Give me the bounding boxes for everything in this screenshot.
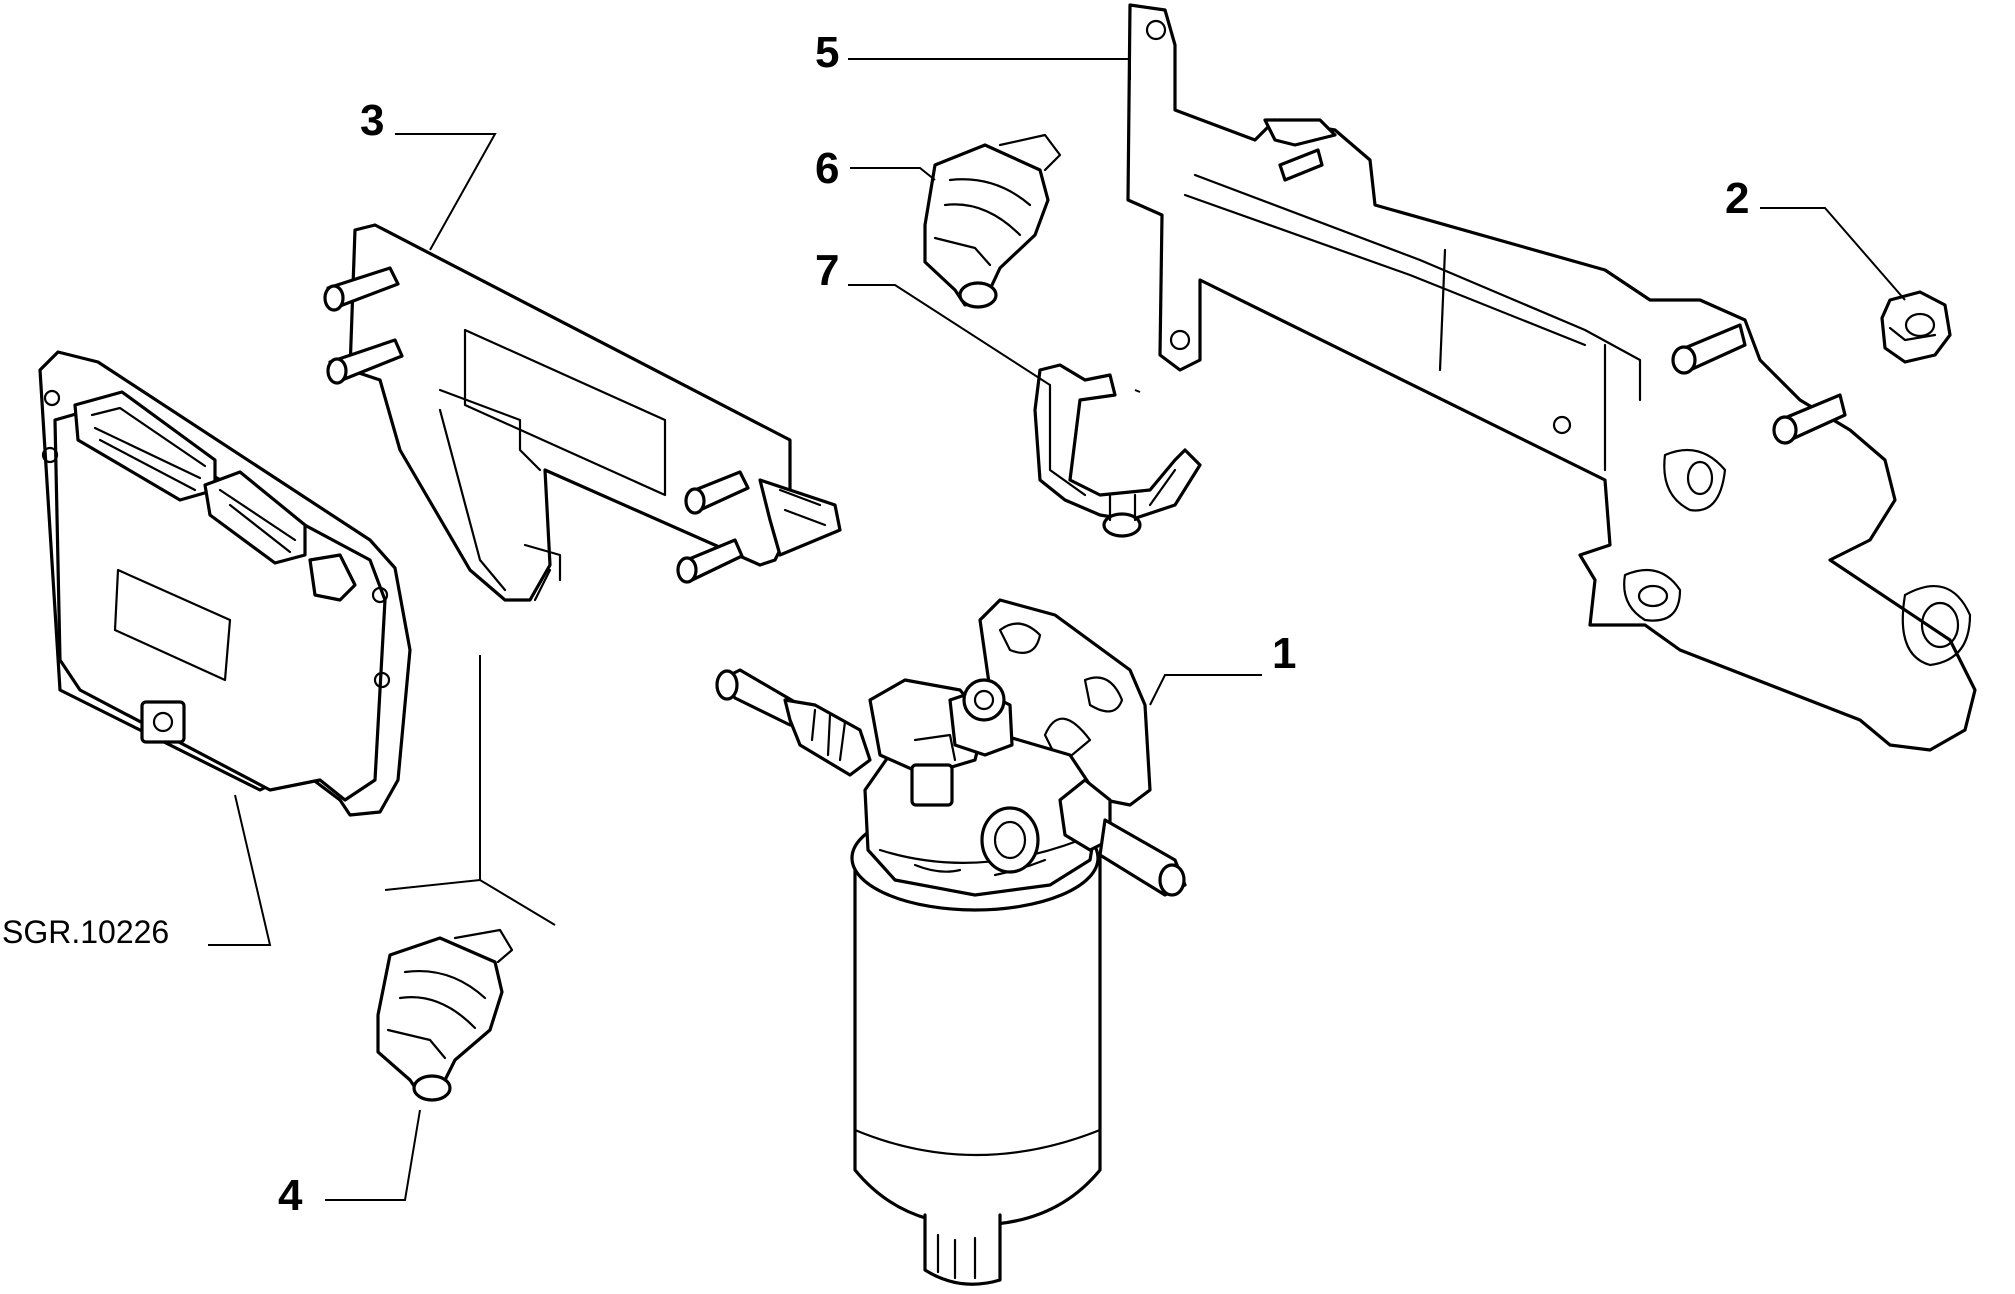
- callout-4: 4: [278, 1171, 303, 1220]
- hose-clip-7: [1033, 363, 1202, 538]
- callout-1: 1: [1272, 629, 1296, 678]
- leader-ref: [208, 794, 272, 946]
- hex-nut: [1880, 290, 1952, 364]
- support-bracket: [323, 223, 842, 602]
- callout-3: 3: [360, 96, 384, 145]
- leader-7: [848, 284, 1051, 386]
- callout-2: 2: [1725, 174, 1749, 223]
- callout-7: 7: [815, 246, 839, 295]
- hose-clip-6: [923, 133, 1062, 309]
- leader-3: [395, 133, 497, 251]
- leader-lines: [208, 58, 1906, 1201]
- drawing-reference: SGR.10226: [2, 914, 169, 950]
- leader-6: [850, 167, 936, 181]
- explosion-tick: [1134, 389, 1141, 393]
- leader-1: [1149, 674, 1262, 706]
- leader-2: [1760, 207, 1906, 301]
- leader-5: [848, 58, 1131, 80]
- control-unit: [38, 350, 412, 817]
- callout-5: 5: [815, 28, 839, 77]
- leader-4: [325, 1109, 421, 1201]
- callout-6: 6: [815, 144, 839, 193]
- callouts: 1 2 3 4 5 6 7 SGR.10226: [2, 28, 1749, 1220]
- hose-clip-4: [376, 928, 514, 1102]
- fuel-filter: [715, 598, 1187, 1286]
- long-bracket: [1126, 3, 1977, 752]
- explosion-line: [384, 878, 556, 926]
